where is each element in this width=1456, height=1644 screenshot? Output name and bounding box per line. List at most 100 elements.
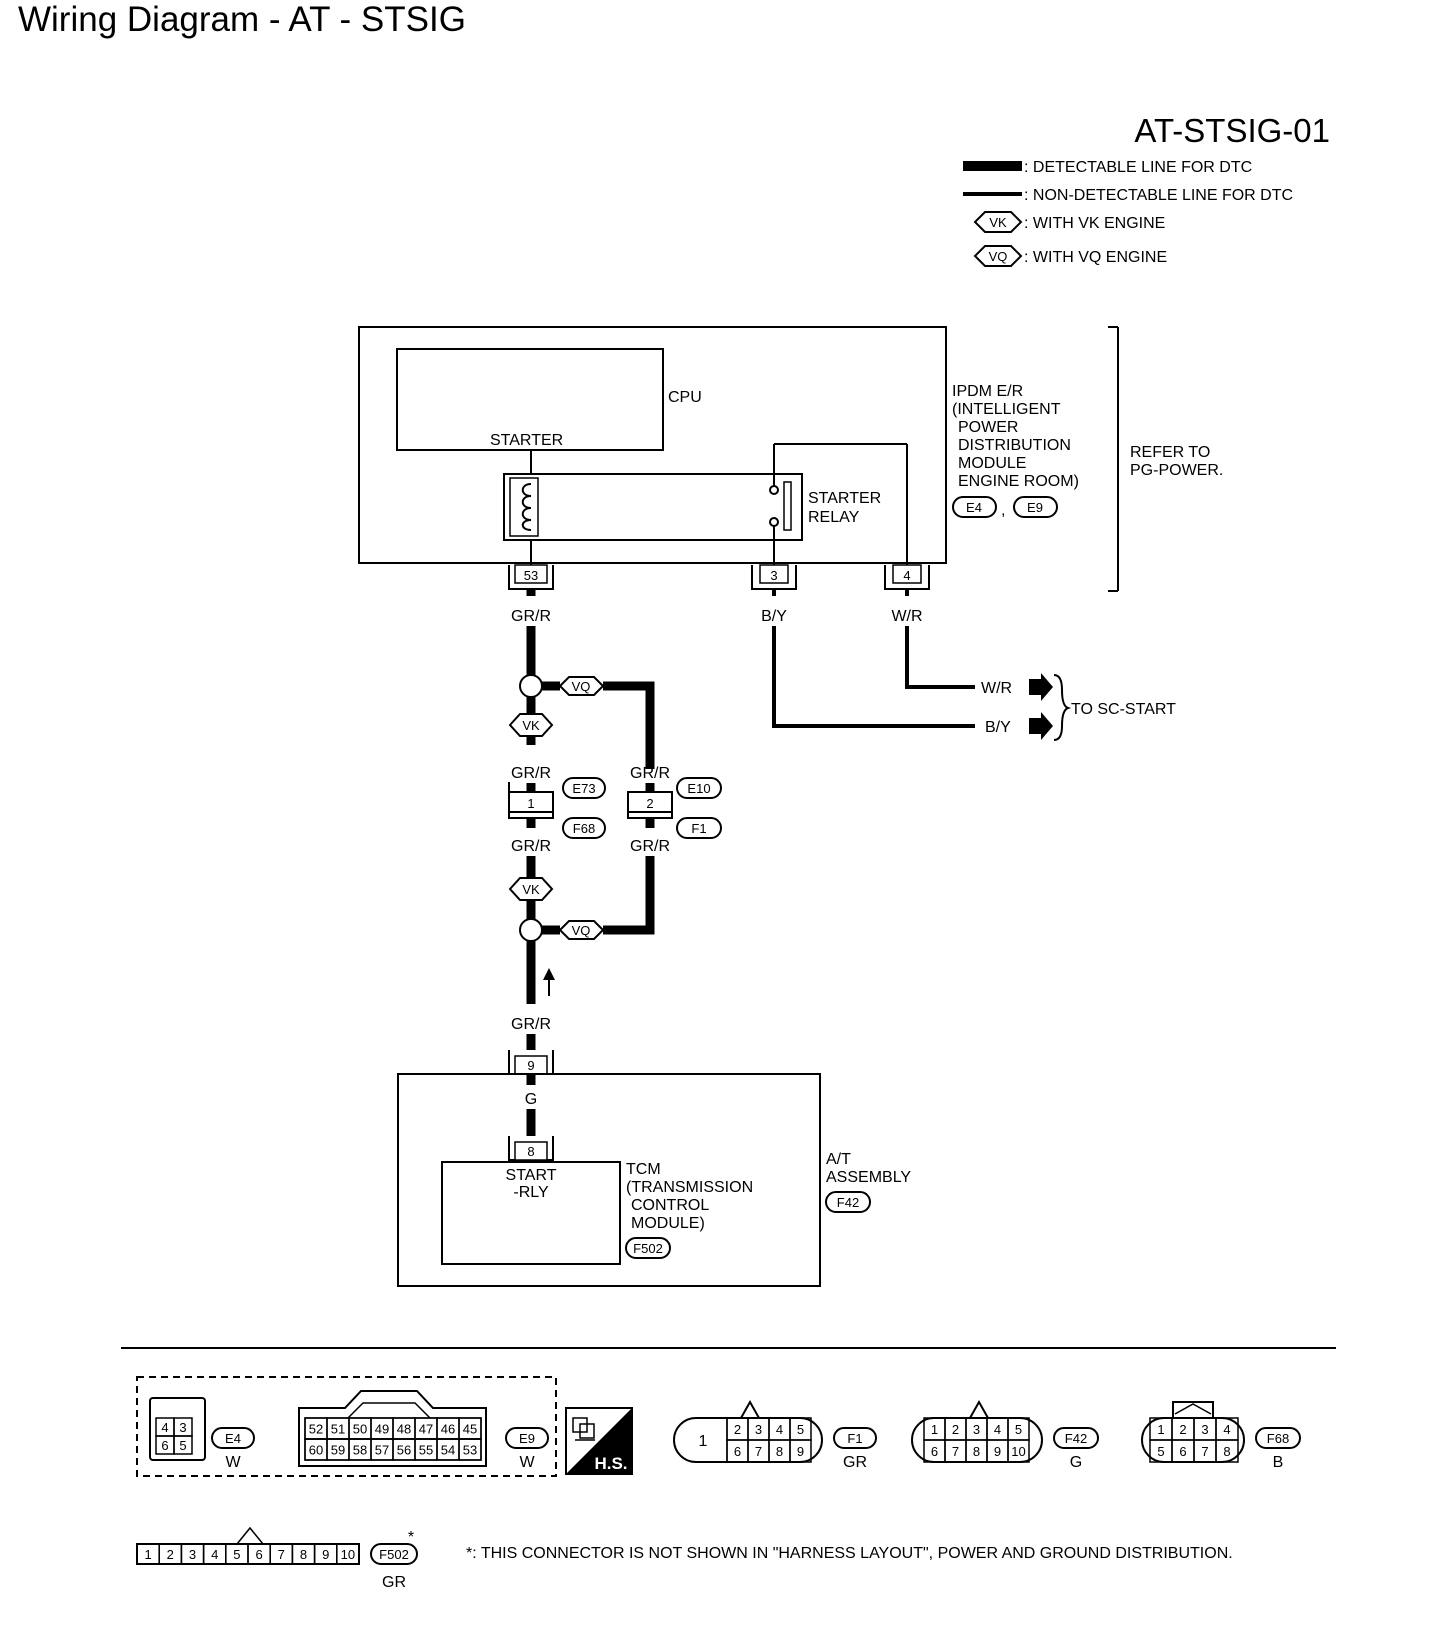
f68-pin: 2 <box>1179 1422 1186 1437</box>
ipdm-box <box>358 326 947 564</box>
arrow-up-icon <box>543 968 555 980</box>
e9-pin: 50 <box>353 1422 367 1437</box>
ipdm-conn-sep: , <box>1001 502 1005 519</box>
e9-pin: 45 <box>463 1422 477 1437</box>
f502-pin: 9 <box>322 1547 329 1562</box>
f42-pin: 4 <box>994 1422 1001 1437</box>
diagram-id: AT-STSIG-01 <box>1134 112 1330 149</box>
asm-conn-label: F42 <box>837 1195 859 1210</box>
f1-pin: 5 <box>797 1422 804 1437</box>
vq-tag-bottom-label: VQ <box>572 923 591 938</box>
f502-star: * <box>408 1529 414 1546</box>
vq-tag-bottom <box>558 920 605 940</box>
footnote: *: THIS CONNECTOR IS NOT SHOWN IN "HARNE… <box>466 1545 1233 1562</box>
f42-pin: 5 <box>1015 1422 1022 1437</box>
f502-cell <box>336 1543 360 1565</box>
left-wire-bottom-label: GR/R <box>511 838 551 855</box>
e9-id: E9 <box>519 1431 535 1446</box>
conn-tag-f502 <box>625 1237 671 1259</box>
ipdm-name-line-5: MODULE <box>958 455 1026 472</box>
ipdm-conn-e9: E9 <box>1027 500 1043 515</box>
f42-color: G <box>1070 1454 1082 1471</box>
f68-cell <box>1215 1439 1239 1463</box>
e4-id: E4 <box>225 1431 241 1446</box>
e9-pin: 57 <box>375 1443 389 1458</box>
tcm-line-3: CONTROL <box>631 1197 709 1214</box>
f1-pin: 8 <box>776 1444 783 1459</box>
relay-contact-top <box>769 485 779 495</box>
relay-label-2: RELAY <box>808 509 860 526</box>
tcm-conn-label: F502 <box>633 1241 663 1256</box>
ipdm-pins: 53 3 4 GR/R B/Y W/R <box>508 564 930 625</box>
harness-gr-r: VQ VK GR/R 1 E73 F68 GR/R GR/R 2 E10 F1 … <box>508 626 722 1050</box>
hs-label: H.S. <box>594 1454 627 1473</box>
ipdm-name-line-1: IPDM E/R <box>952 383 1023 400</box>
conn-e10-label: E10 <box>687 781 710 796</box>
e9-color: W <box>519 1454 535 1471</box>
f502-pin: 4 <box>211 1547 218 1562</box>
e9-pin: 49 <box>375 1422 389 1437</box>
tcm-box <box>441 1161 621 1265</box>
f1-cell <box>789 1439 812 1463</box>
f42-id: F42 <box>1065 1431 1087 1446</box>
vk-tag-bottom-label: VK <box>522 882 540 897</box>
legend-non-detectable-text: : NON-DETECTABLE LINE FOR DTC <box>1024 187 1293 204</box>
pin-4 <box>892 564 922 584</box>
e9-pin: 52 <box>309 1422 323 1437</box>
f68-id: F68 <box>1267 1431 1289 1446</box>
conn-tag-f42 <box>825 1191 871 1213</box>
f502-pin: 2 <box>167 1547 174 1562</box>
conn-e73-f68 <box>508 791 554 819</box>
e9-pin: 56 <box>397 1443 411 1458</box>
legend-vq-tag: VQ <box>989 249 1008 264</box>
sc-start-by-label: B/Y <box>985 719 1011 736</box>
conn-tag-f68 <box>562 817 606 839</box>
conn-tag-e9 <box>1013 496 1058 518</box>
f42-cell <box>1007 1439 1030 1463</box>
legend-vk-text: : WITH VK ENGINE <box>1024 215 1165 232</box>
starter-relay-box <box>503 473 803 541</box>
f502-pin: 1 <box>144 1547 151 1562</box>
ipdm-name-line-4: DISTRIBUTION <box>958 437 1071 454</box>
f502-color: GR <box>382 1574 406 1591</box>
sc-start-wires: W/R B/Y TO SC-START <box>772 626 1176 741</box>
f42-pin: 9 <box>994 1444 1001 1459</box>
e9-pin: 53 <box>463 1443 477 1458</box>
conn-e73-label: E73 <box>572 781 595 796</box>
f68-pin: 3 <box>1201 1422 1208 1437</box>
e9-pin: 51 <box>331 1422 345 1437</box>
vk-tag-icon <box>973 211 1023 233</box>
arrow-right-icon <box>1029 712 1053 740</box>
f42-pin: 3 <box>973 1422 980 1437</box>
legend-vq-text: : WITH VQ ENGINE <box>1024 249 1167 266</box>
pin-4-label: 4 <box>903 568 910 583</box>
e9-pin: 58 <box>353 1443 367 1458</box>
relay-contact-bottom <box>769 517 779 527</box>
f502-pin: 5 <box>233 1547 240 1562</box>
f1-pin: 6 <box>734 1444 741 1459</box>
f42-pin: 1 <box>931 1422 938 1437</box>
sc-start-wr-label: W/R <box>981 680 1012 697</box>
e4-pin: 4 <box>161 1420 168 1435</box>
cpu-label: CPU <box>668 389 702 406</box>
ipdm-name-line-2: (INTELLIGENT <box>952 401 1061 418</box>
e9-pin: 47 <box>419 1422 433 1437</box>
e9-pin: 55 <box>419 1443 433 1458</box>
vq-tag-top-label: VQ <box>572 679 591 694</box>
f42-pin: 10 <box>1011 1444 1025 1459</box>
e9-pin: 59 <box>331 1443 345 1458</box>
f68-pin: 1 <box>1157 1422 1164 1437</box>
f1-pin: 3 <box>755 1422 762 1437</box>
f68-pin: 8 <box>1223 1444 1230 1459</box>
conn-f68-label: F68 <box>573 821 595 836</box>
tcm-line-1: TCM <box>626 1161 661 1178</box>
left-wire-top-label: GR/R <box>511 765 551 782</box>
asm-line-1: A/T <box>826 1151 851 1168</box>
pin-8 <box>514 1141 548 1161</box>
e4-pin: 5 <box>179 1438 186 1453</box>
vk-tag-top <box>508 713 554 737</box>
